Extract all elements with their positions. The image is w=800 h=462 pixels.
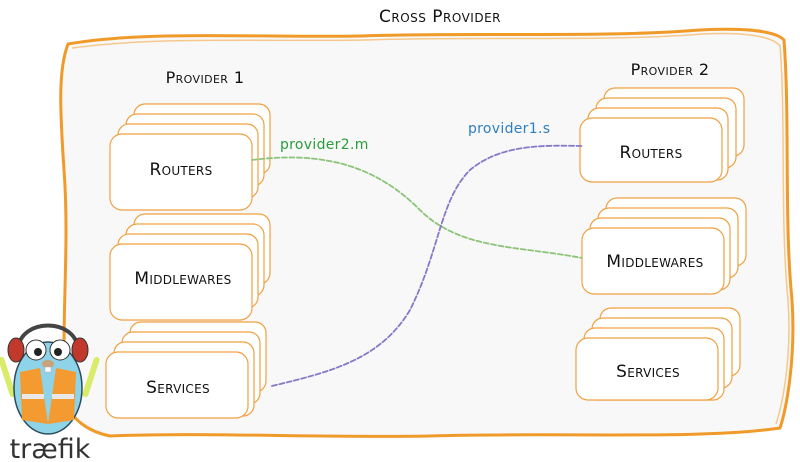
provider-1-services-label: Services bbox=[146, 378, 210, 398]
link-provider2-m-line bbox=[251, 156, 583, 259]
provider-2-middlewares-label: Middlewares bbox=[606, 252, 703, 272]
traefik-logo-text: træfik bbox=[10, 434, 91, 462]
provider-2-routers-stack: Routers bbox=[579, 87, 745, 183]
provider-1-services-stack: Services bbox=[105, 321, 267, 419]
provider-2-middlewares-stack: Middlewares bbox=[581, 197, 747, 295]
provider-2-services-stack: Services bbox=[575, 307, 741, 401]
provider-1-middlewares-stack: Middlewares bbox=[109, 213, 271, 321]
diagram-panel-edge bbox=[71, 32, 790, 425]
provider-2-label: Provider 2 bbox=[631, 60, 710, 79]
provider-1-label: Provider 1 bbox=[166, 68, 245, 87]
provider-1-middlewares-label: Middlewares bbox=[134, 269, 231, 289]
provider-1-routers-stack: Routers bbox=[109, 103, 271, 211]
gopher-mascot-icon bbox=[0, 323, 100, 435]
diagram-title: Cross Provider bbox=[379, 7, 501, 27]
provider-2-services-label: Services bbox=[616, 362, 680, 382]
provider-1-routers-label: Routers bbox=[149, 160, 212, 180]
link-provider1-s-label: provider1.s bbox=[468, 121, 550, 137]
provider-2-routers-label: Routers bbox=[619, 143, 682, 163]
link-provider2-m-label: provider2.m bbox=[280, 137, 369, 153]
link-provider1-s-line bbox=[271, 144, 583, 387]
